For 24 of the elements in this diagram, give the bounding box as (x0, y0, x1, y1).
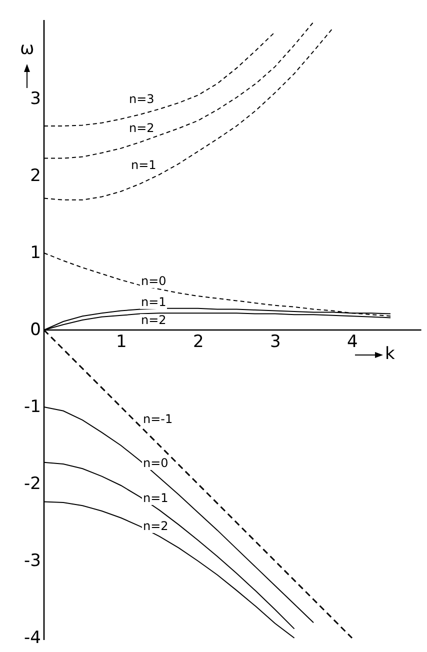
tick-label: 1 (116, 333, 127, 351)
curve-label: n=-1 (142, 413, 174, 426)
curve-label: n=1 (130, 159, 158, 172)
curve-label: n=2 (140, 314, 168, 327)
tick-label: 4 (347, 333, 358, 351)
tick-label: -2 (24, 475, 41, 493)
tick-label: -4 (24, 629, 41, 647)
tick-label: 3 (270, 333, 281, 351)
curve-label: n=2 (142, 520, 170, 533)
curve-label: n=1 (140, 296, 168, 309)
tick-label: 0 (30, 321, 41, 339)
tick-label: -3 (24, 552, 41, 570)
axis-title: ω (20, 40, 34, 58)
curve-label: n=0 (140, 275, 168, 288)
curve-label: n=3 (128, 93, 156, 106)
axis-title: k (385, 345, 395, 363)
curve-label: n=2 (128, 122, 156, 135)
tick-label: -1 (24, 398, 41, 416)
curve-label: n=0 (142, 457, 170, 470)
tick-label: 2 (193, 333, 204, 351)
tick-label: 3 (30, 90, 41, 108)
tick-label: 1 (30, 244, 41, 262)
curve-label: n=1 (142, 492, 170, 505)
tick-label: 2 (30, 167, 41, 185)
